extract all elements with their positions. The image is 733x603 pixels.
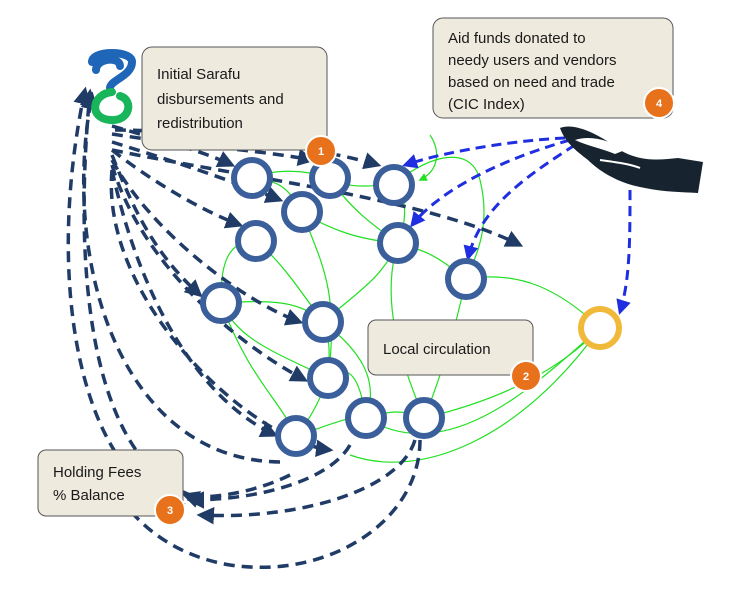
- svg-text:(CIC Index): (CIC Index): [448, 96, 525, 113]
- svg-text:needy users and vendors: needy users and vendors: [448, 52, 616, 69]
- svg-text:4: 4: [656, 98, 663, 110]
- disbursement-arrows: [109, 124, 524, 457]
- number-badge: 3: [154, 494, 186, 526]
- callout-line: redistribution: [157, 115, 243, 132]
- svg-text:1: 1: [318, 146, 324, 158]
- callout-line: % Balance: [53, 487, 125, 504]
- callout-line: Holding Fees: [53, 464, 141, 481]
- svg-text:based on need and trade: based on need and trade: [448, 74, 615, 91]
- svg-text:disbursements and: disbursements and: [157, 91, 284, 108]
- callout-holding-fees: Holding Fees % Balance 3: [37, 449, 186, 526]
- callout-line: Initial Sarafu: [157, 66, 240, 83]
- vendor-node: [578, 306, 622, 350]
- callout-line: (CIC Index): [448, 96, 525, 113]
- callout-aid-funds: Aid funds donated to needy users and ven…: [432, 17, 675, 119]
- network-node: [307, 357, 349, 399]
- network-node: [302, 301, 344, 343]
- callout-line: needy users and vendors: [448, 52, 616, 69]
- callout-disbursements: Initial Sarafu disbursements and redistr…: [141, 46, 337, 167]
- svg-text:Initial Sarafu: Initial Sarafu: [157, 66, 240, 83]
- network-node: [403, 397, 445, 439]
- svg-text:redistribution: redistribution: [157, 115, 243, 132]
- callout-line: disbursements and: [157, 91, 284, 108]
- number-badge: 1: [305, 135, 337, 167]
- network-node: [231, 157, 273, 199]
- sarafu-chain-link-logo-icon: [88, 49, 137, 125]
- network-node: [281, 191, 323, 233]
- network-node: [345, 397, 387, 439]
- number-badge: 4: [643, 87, 675, 119]
- svg-text:% Balance: % Balance: [53, 487, 125, 504]
- svg-text:2: 2: [523, 371, 529, 383]
- callout-line: based on need and trade: [448, 74, 615, 91]
- callout-local-circulation: Local circulation 2: [367, 319, 542, 392]
- network-nodes: [200, 157, 487, 457]
- svg-text:Holding Fees: Holding Fees: [53, 464, 141, 481]
- network-node: [200, 282, 242, 324]
- aid-fund-arrows: [402, 136, 632, 315]
- svg-text:3: 3: [167, 505, 173, 517]
- network-node: [445, 258, 487, 300]
- network-node: [377, 222, 419, 264]
- number-badge: 2: [510, 360, 542, 392]
- network-node: [373, 164, 415, 206]
- network-node: [235, 220, 277, 262]
- svg-text:Aid funds donated to: Aid funds donated to: [448, 30, 586, 47]
- giving-hand-icon: [560, 126, 703, 193]
- callout-line: Aid funds donated to: [448, 30, 586, 47]
- network-node: [275, 415, 317, 457]
- callout-line: Local circulation: [383, 341, 491, 358]
